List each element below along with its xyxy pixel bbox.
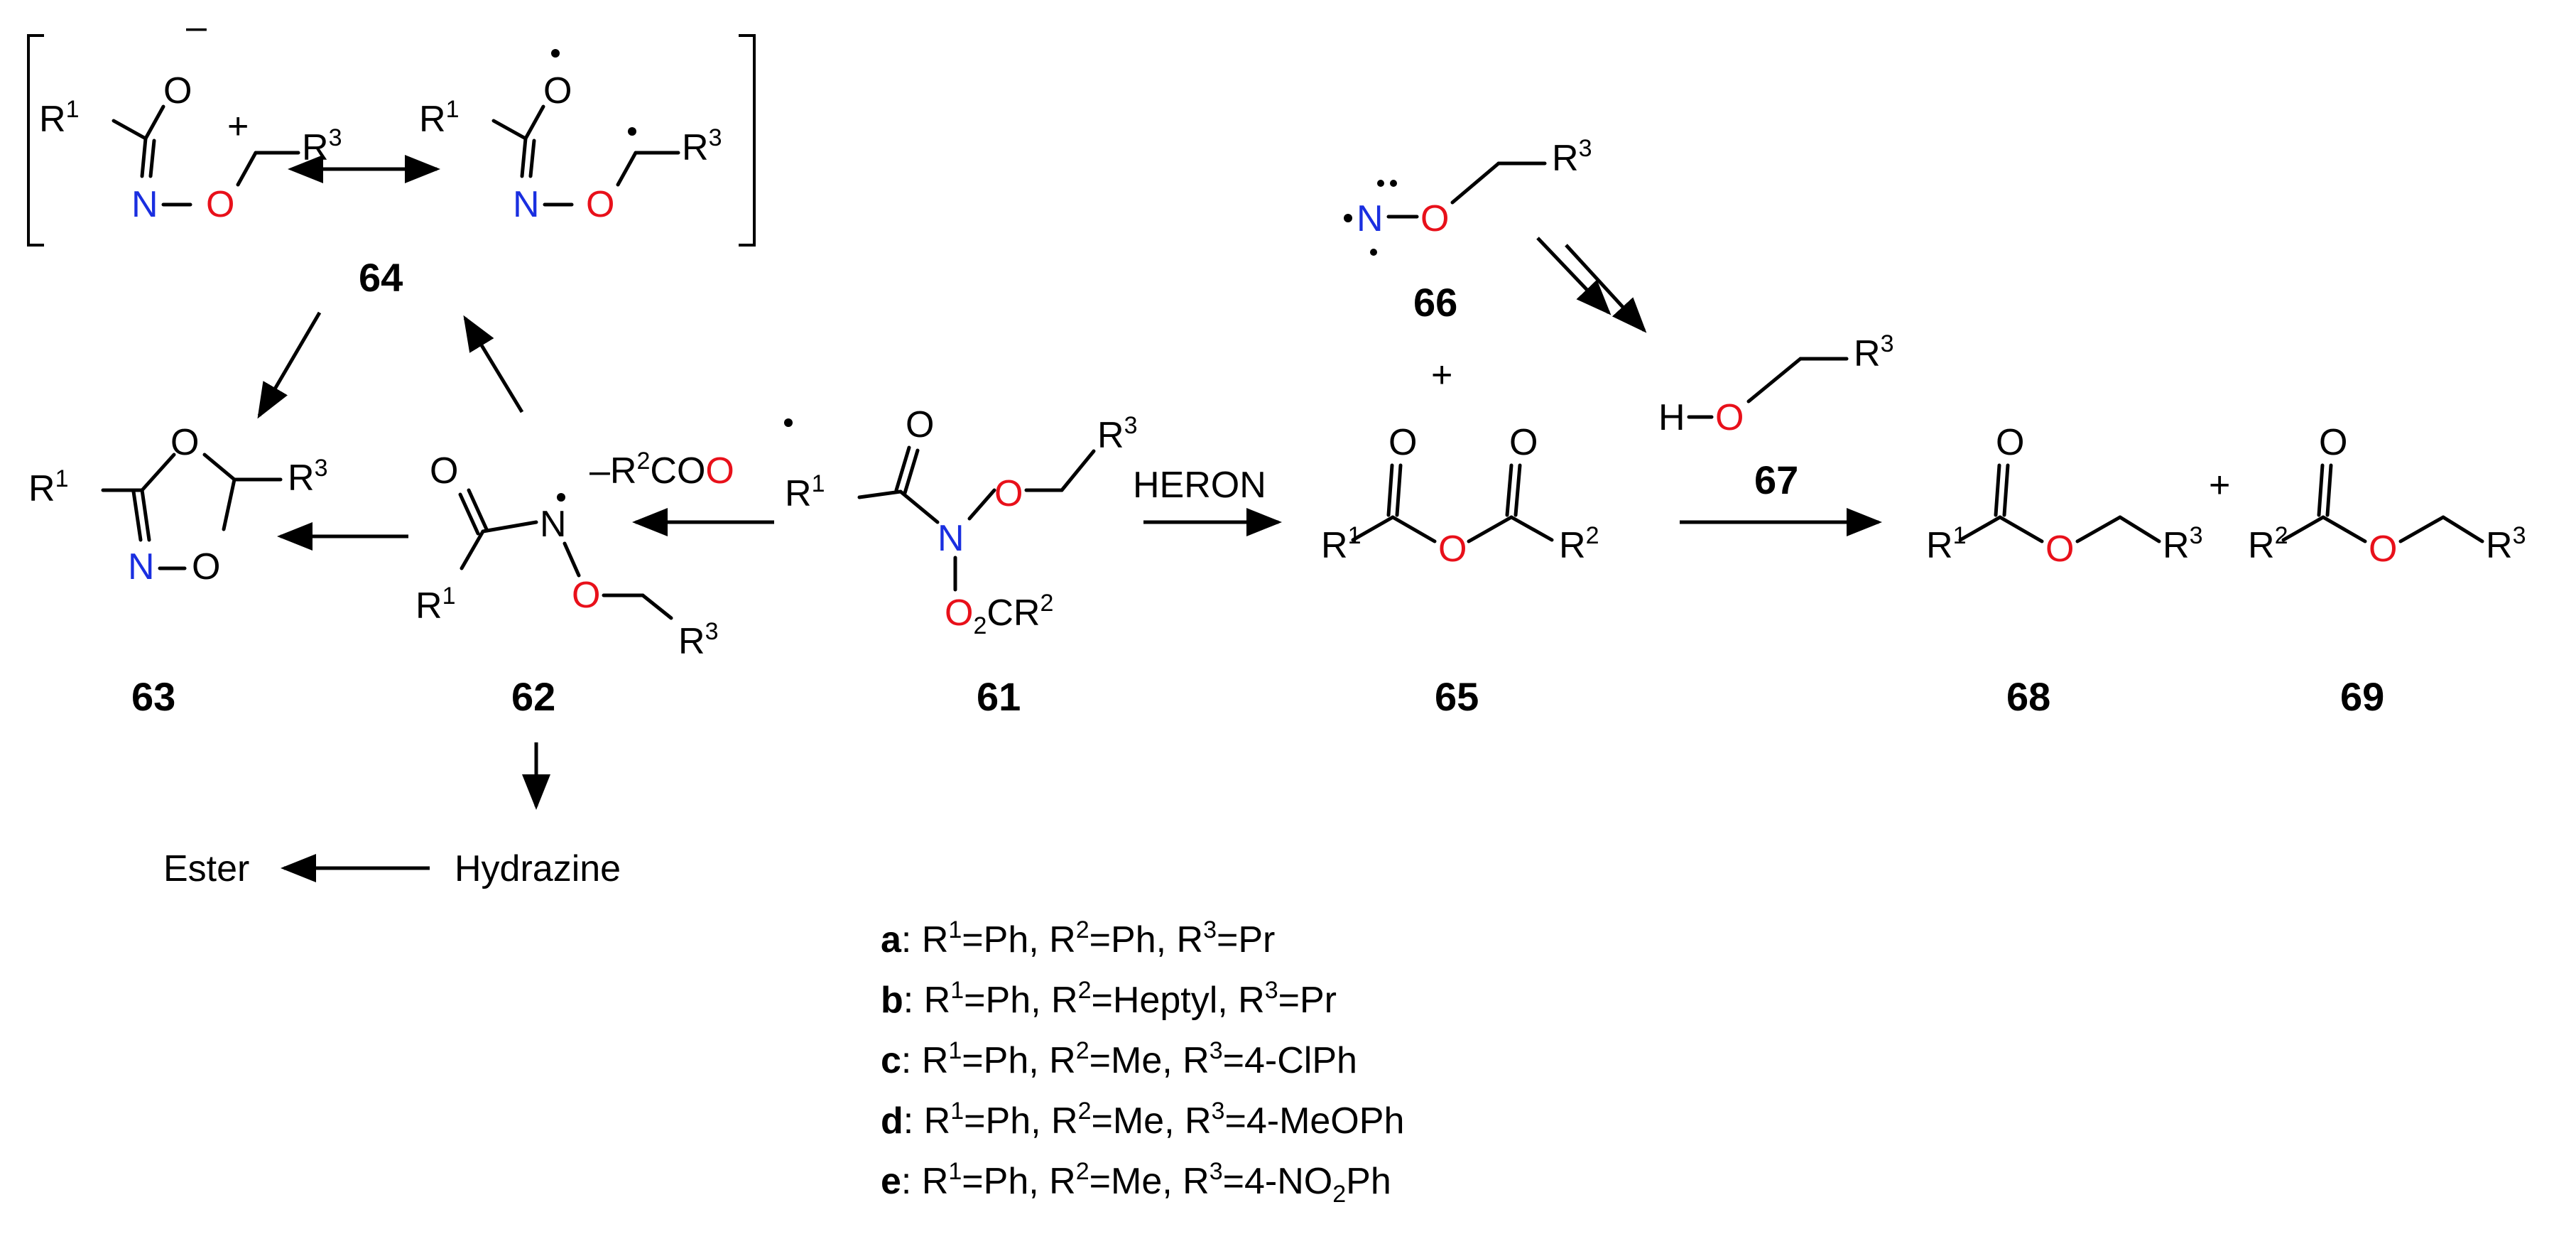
compound-number-61: 61	[977, 674, 1021, 719]
svg-text:O: O	[170, 422, 199, 463]
svg-text:R1: R1	[415, 583, 455, 627]
arrow-62-to-64	[463, 315, 524, 413]
svg-text:O: O	[543, 70, 572, 112]
svg-text:N: N	[128, 546, 155, 588]
svg-text:R1: R1	[1926, 522, 1966, 566]
substituent-d: d: R1=Ph, R2=Me, R3=4-MeOPh	[881, 1098, 1404, 1142]
svg-text:O: O	[572, 575, 600, 616]
arrow-66-to-67-a	[1536, 237, 1612, 315]
svg-text:O: O	[1388, 422, 1417, 463]
svg-text:R3: R3	[288, 455, 327, 499]
svg-text:O: O	[2319, 422, 2347, 463]
svg-text:R1: R1	[39, 96, 79, 140]
substituent-e: e: R1=Ph, R2=Me, R3=4-NO2Ph	[881, 1158, 1391, 1208]
resonance-form-2: R1 O N O R3	[419, 49, 722, 225]
left-bracket	[27, 34, 44, 247]
svg-text:O: O	[163, 70, 192, 112]
compound-number-67: 67	[1754, 458, 1798, 502]
svg-text:O: O	[906, 404, 934, 445]
heron-label: HERON	[1133, 465, 1266, 506]
compound-68: O R1 O R3 68	[1926, 422, 2202, 719]
compound-number-64: 64	[359, 255, 403, 300]
svg-text:O: O	[430, 450, 458, 492]
compound-number-66: 66	[1413, 280, 1457, 325]
svg-text:R3: R3	[1854, 330, 1893, 374]
compound-number-69: 69	[2340, 674, 2384, 719]
svg-text:O: O	[1996, 422, 2024, 463]
substituent-legend: a: R1=Ph, R2=Ph, R3=Pr b: R1=Ph, R2=Hept…	[881, 916, 1404, 1208]
svg-text:O: O	[2369, 529, 2397, 570]
arrow-64-to-63	[257, 311, 322, 419]
svg-text:R3: R3	[1097, 412, 1137, 456]
svg-text:R1: R1	[419, 96, 459, 140]
ester-label: Ester	[163, 848, 249, 889]
svg-text:R3: R3	[302, 124, 342, 168]
svg-text:O: O	[994, 473, 1023, 514]
compound-65: O R1 O O R2 65	[1321, 422, 1599, 719]
compound-64-group: R1 O – N O + R3 R1 O N O	[27, 6, 756, 300]
svg-text:–: –	[186, 6, 207, 48]
svg-text:R1: R1	[28, 465, 68, 509]
svg-text:O: O	[192, 546, 220, 588]
compound-69: O R2 O R3 69	[2248, 422, 2526, 719]
compound-number-63: 63	[131, 674, 175, 719]
svg-text:R2: R2	[2248, 522, 2288, 566]
svg-text:R3: R3	[2163, 522, 2202, 566]
svg-text:R1: R1	[1321, 522, 1361, 566]
compound-67: H O R3 67	[1658, 330, 1893, 502]
svg-text:N: N	[1357, 198, 1384, 239]
right-bracket	[739, 34, 756, 247]
svg-text:–R2COO: –R2COO	[589, 448, 734, 492]
substituent-a: a: R1=Ph, R2=Ph, R3=Pr	[881, 916, 1275, 960]
svg-text:O: O	[206, 184, 234, 225]
svg-text:R3: R3	[2486, 522, 2526, 566]
svg-text:N: N	[131, 184, 158, 225]
leaving-acyloxy-radical: –R2COO	[589, 418, 793, 492]
svg-text:O: O	[1715, 397, 1744, 438]
svg-text:N: N	[513, 184, 540, 225]
compound-62: O R1 N O R3 62	[415, 450, 718, 719]
svg-text:O: O	[1438, 529, 1467, 570]
compound-number-65: 65	[1435, 674, 1479, 719]
substituent-b: b: R1=Ph, R2=Heptyl, R3=Pr	[881, 977, 1337, 1021]
substituent-c: c: R1=Ph, R2=Me, R3=4-ClPh	[881, 1037, 1357, 1081]
svg-text:O: O	[1509, 422, 1538, 463]
compound-number-62: 62	[511, 674, 555, 719]
arrow-66-to-67-b	[1565, 244, 1647, 333]
svg-text:R3: R3	[1552, 135, 1592, 179]
svg-text:O: O	[586, 184, 614, 225]
compound-61: O R1 N O R3 O2CR2 61	[785, 404, 1137, 719]
svg-text:O: O	[2045, 529, 2074, 570]
svg-text:O: O	[1420, 198, 1449, 239]
svg-text:+: +	[227, 106, 249, 147]
compound-63: R1 O R3 N O 63	[28, 422, 327, 719]
svg-text:R3: R3	[682, 124, 722, 168]
svg-text:R1: R1	[785, 470, 825, 514]
svg-text:H: H	[1658, 397, 1685, 438]
compound-number-68: 68	[2006, 674, 2050, 719]
svg-text:N: N	[938, 518, 964, 559]
plus-sign-68-69: +	[2209, 465, 2230, 506]
svg-text:R2: R2	[1559, 522, 1599, 566]
svg-text:N: N	[540, 504, 567, 545]
svg-text:R3: R3	[678, 618, 718, 662]
hydrazine-label: Hydrazine	[455, 848, 621, 889]
compound-66: N O R3 66	[1344, 135, 1592, 325]
resonance-form-1: R1 O – N O + R3	[39, 6, 342, 225]
plus-sign-65-66: +	[1431, 354, 1452, 396]
svg-text:O2CR2: O2CR2	[945, 590, 1053, 639]
